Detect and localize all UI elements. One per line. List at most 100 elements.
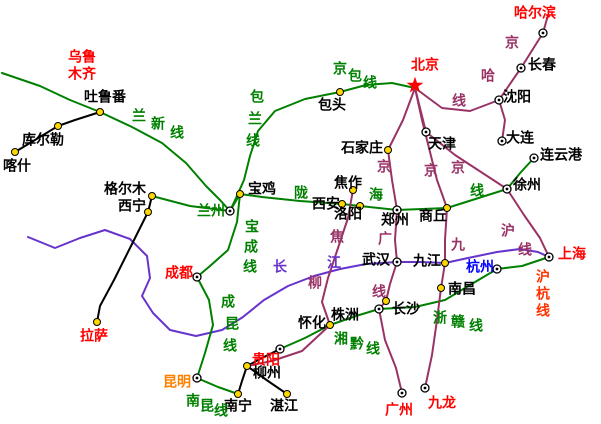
station-huaihua: [326, 321, 334, 329]
rail-line-lanxin: [1, 72, 231, 212]
city-label-lianyungang: 连云港: [540, 147, 583, 164]
station-center-dot-tianjin: [424, 130, 428, 134]
line-label-jingbao-char3: 线: [363, 75, 377, 92]
rail-line-nankun: [196, 377, 239, 395]
station-center-dot-shenyang: [497, 98, 501, 102]
rail-line-jiaoliu: [246, 189, 354, 367]
city-label-lasa: 拉萨: [80, 328, 108, 345]
city-label-liuzhou: 柳州: [253, 365, 281, 382]
city-label-wulumuqi-2: 木齐: [67, 66, 97, 83]
line-label-xiangqian-char2: 黔: [350, 336, 364, 353]
line-label-zhegan-char1: 浙: [433, 310, 447, 327]
city-label-shanghai: 上海: [558, 246, 586, 263]
city-label-chengdu: 成都: [165, 265, 193, 282]
line-label-baocheng-char3: 线: [243, 259, 257, 276]
city-label-xuzhou: 徐州: [512, 177, 541, 194]
city-label-dalian: 大连: [506, 130, 535, 147]
rail-line-lanqing: [151, 195, 231, 212]
city-label-huaihua: 怀化: [298, 315, 326, 332]
station-xian: [338, 200, 346, 208]
station-changsha: [382, 297, 390, 305]
city-label-wuhan: 武汉: [362, 252, 391, 269]
station-center-dot-zhuzhou: [377, 307, 381, 311]
city-label-jiaozuo: 焦作: [333, 175, 362, 192]
line-label-baolan-char2: 兰: [248, 111, 262, 128]
city-label-kashi: 喀什: [3, 158, 31, 175]
station-kashi: [11, 148, 19, 156]
line-label-huhang-char3: 线: [536, 303, 550, 320]
line-label-longhai-char1: 陇: [294, 185, 308, 202]
city-label-guiyang: 贵阳: [252, 352, 280, 369]
city-label-lanzhou: 兰州: [197, 203, 225, 220]
city-label-tulufan: 吐鲁番: [84, 89, 127, 106]
city-label-zhuzhou: 株洲: [331, 307, 359, 324]
station-center-dot-hangzhou: [495, 267, 499, 271]
line-label-xiangqian-char1: 湘: [334, 331, 348, 348]
station-nanning: [234, 390, 242, 398]
line-label-huhang-char1: 沪: [536, 269, 550, 286]
station-center-dot-lanzhou: [228, 209, 232, 213]
city-label-wulumuqi-1: 乌鲁: [68, 49, 96, 66]
line-label-nankun-char3: 线: [214, 403, 228, 420]
line-label-jingha-char1: 京: [505, 35, 519, 52]
line-label-jiaoliu-char1: 焦: [329, 229, 344, 246]
city-label-luoyang: 洛阳: [334, 206, 362, 223]
line-label-lanxin-char2: 新: [151, 116, 165, 133]
line-label-jinghu-char3: 线: [518, 242, 532, 259]
station-center-dot-zhengzhou: [395, 208, 399, 212]
station-tulufan: [96, 108, 104, 116]
line-label-longhai-char2: 海: [369, 187, 383, 204]
line-label-jiaoliu-char2: 柳: [308, 275, 322, 292]
city-label-kunming: 昆明: [163, 375, 191, 391]
station-center-dot-jiulong: [423, 386, 427, 390]
line-label-nankun-char1: 南: [186, 393, 200, 410]
station-center-dot-shanghai: [547, 255, 551, 259]
line-label-baocheng-char2: 成: [244, 239, 258, 256]
line-label-changjiang-char2: 江: [327, 255, 341, 272]
rail-line-baocheng: [196, 193, 241, 278]
line-label-zhegan-char3: 线: [469, 318, 483, 335]
city-label-jiulong: 九龙: [427, 395, 456, 412]
line-label-lanxin-char3: 线: [170, 125, 184, 142]
line-label-nankun-char2: 昆: [200, 399, 214, 415]
station-baotou: [336, 88, 344, 96]
city-label-baoji: 宝鸡: [248, 181, 276, 198]
line-label-jinghu-char2: 沪: [501, 223, 515, 240]
city-label-geermu: 格尔木: [104, 181, 147, 198]
line-label-baolan-char1: 包: [250, 89, 264, 106]
rail-line-qiangui: [246, 348, 281, 367]
line-label-baolan-char3: 线: [246, 133, 260, 150]
rail-line-chengkun: [196, 276, 214, 379]
line-label-jingjiu-char1: 京: [424, 163, 438, 180]
station-jiaozuo: [349, 186, 357, 194]
line-label-chengkun-char1: 成: [221, 294, 235, 311]
rail-line-liuzhou-nanning: [237, 365, 248, 395]
city-label-zhanjiang: 湛江: [270, 398, 298, 415]
station-center-dot-wuhan: [395, 260, 399, 264]
line-label-xiangqian-char3: 线: [366, 341, 380, 358]
station-luoyang: [356, 202, 364, 210]
line-label-chengkun-char3: 线: [223, 338, 237, 355]
station-center-dot-lianyungang: [532, 156, 536, 160]
city-label-nanchang: 南昌: [448, 281, 476, 298]
station-baoji: [236, 190, 244, 198]
station-geermu: [144, 208, 152, 216]
city-label-nanning: 南宁: [224, 398, 252, 415]
station-center-dot-kunming: [195, 376, 199, 380]
city-label-jiujiang: 九江: [412, 253, 441, 270]
station-xining: [148, 192, 156, 200]
line-label-jinghu-char1: 京: [451, 160, 465, 177]
beijing-star-marker: ★: [405, 74, 425, 99]
station-center-dot-chengdu: [195, 275, 199, 279]
line-label-longhai-char3: 线: [470, 183, 484, 200]
line-label-jingguang-char2: 广: [378, 231, 392, 248]
city-label-xining: 西宁: [118, 198, 146, 215]
station-center-dot-changchun: [519, 66, 523, 70]
station-kuerle: [54, 122, 62, 130]
line-label-jingha-char2: 哈: [481, 68, 495, 85]
station-center-dot-xuzhou: [505, 187, 509, 191]
rail-line-shenyang-dalian: [498, 99, 506, 142]
city-label-beijing: 北京: [411, 57, 439, 74]
